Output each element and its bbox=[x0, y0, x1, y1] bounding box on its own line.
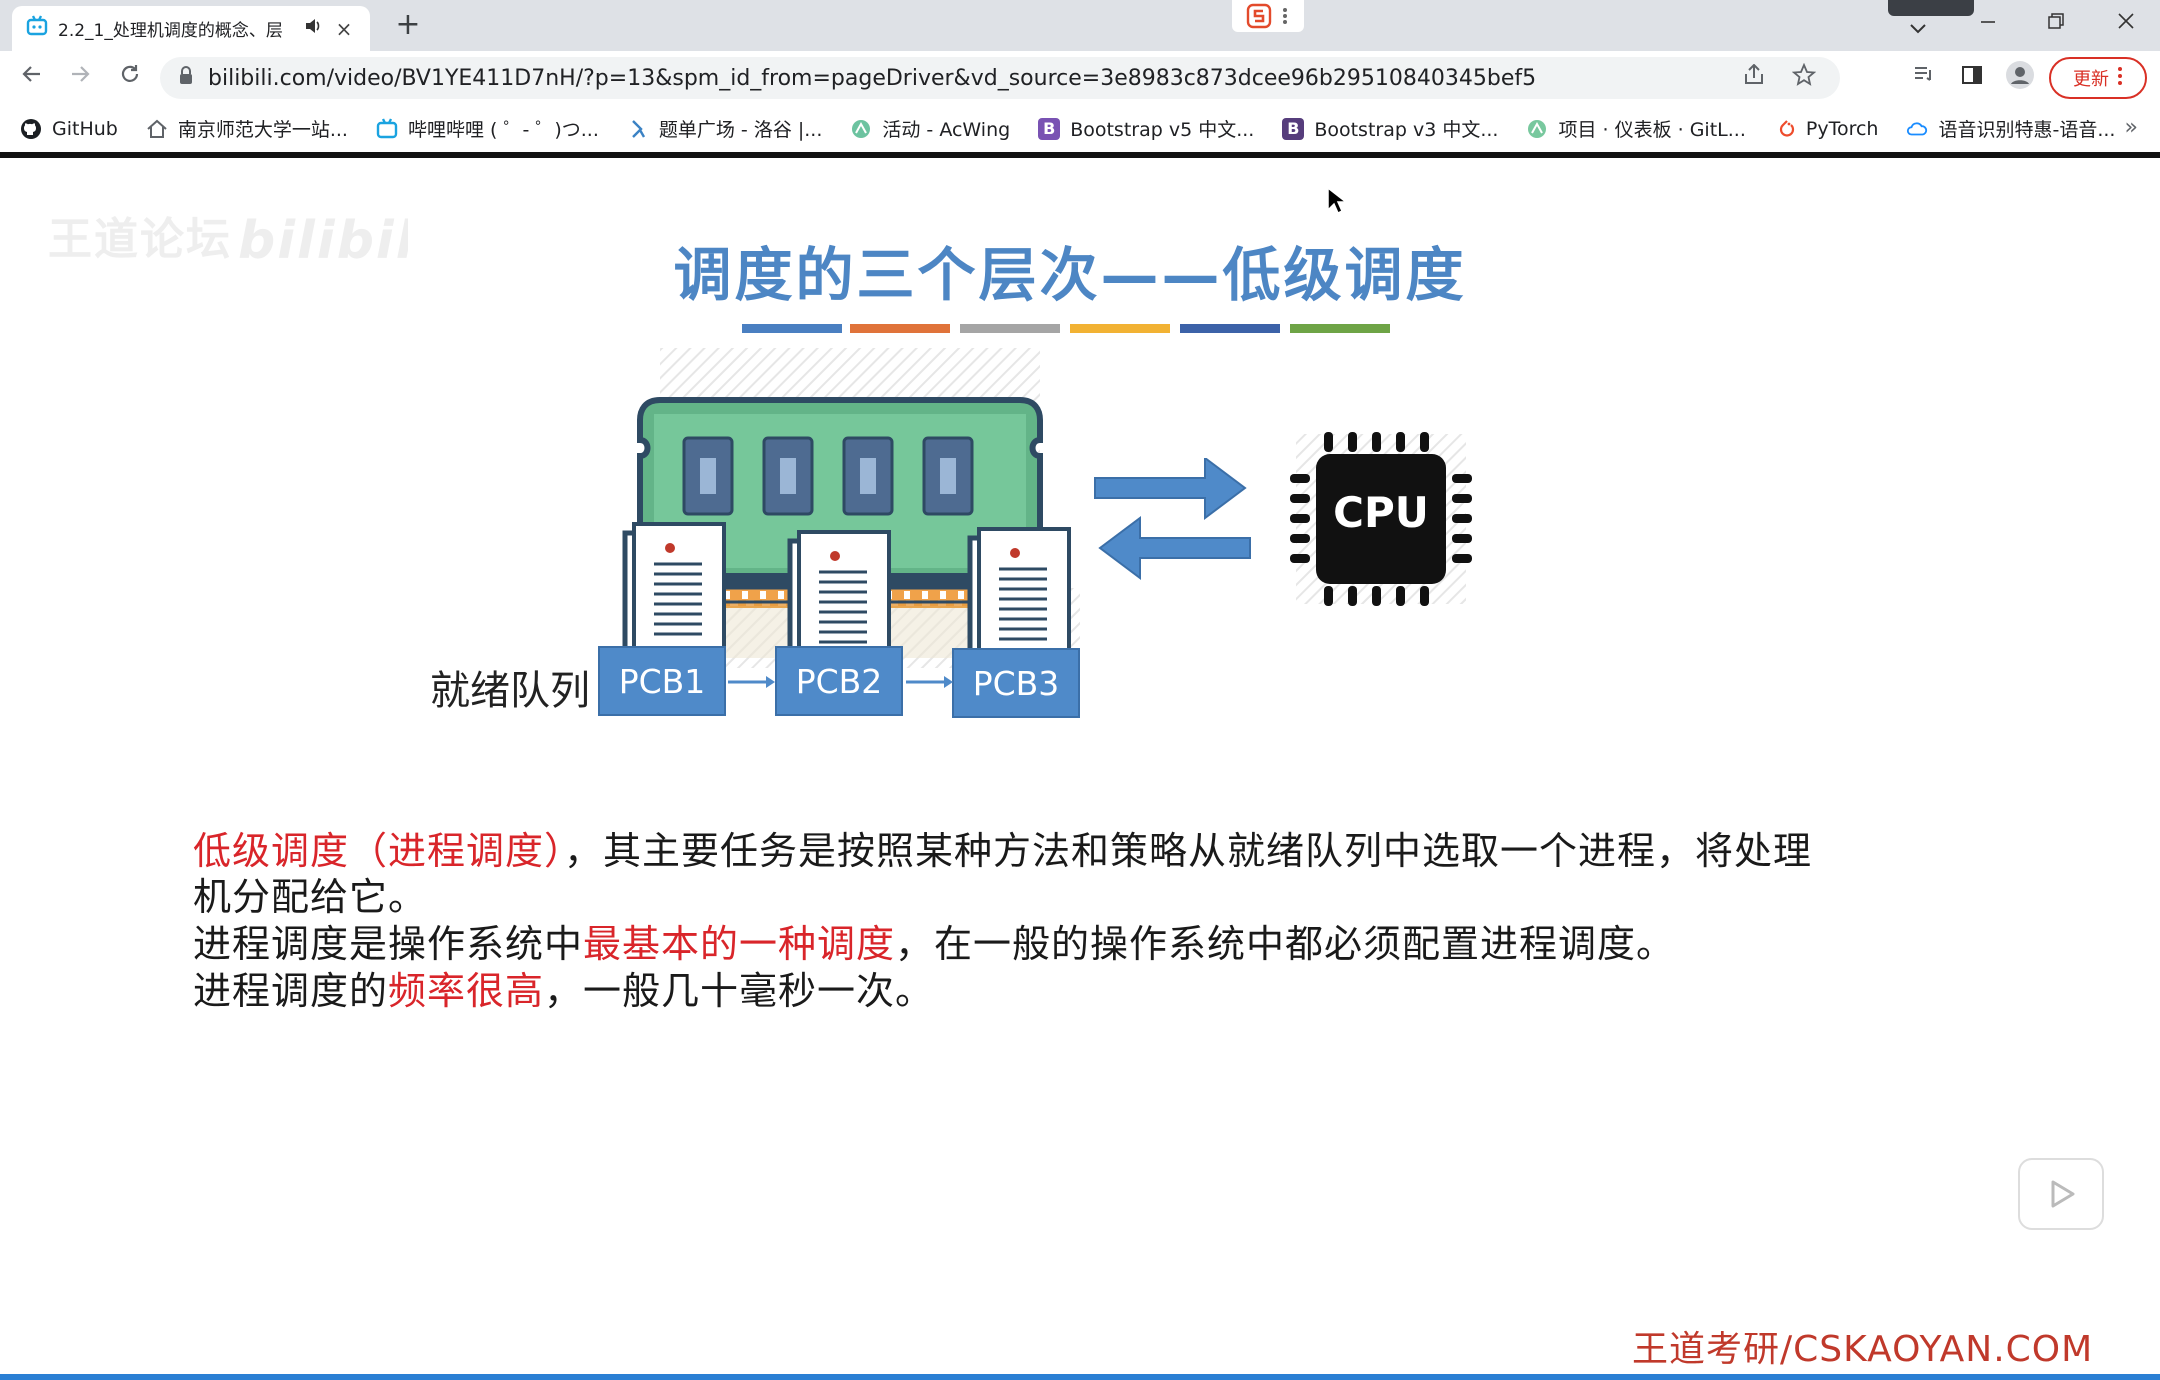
extension-s-icon[interactable] bbox=[1232, 0, 1304, 32]
bookmark-gitlab[interactable]: 项目 · 仪表板 · GitL... bbox=[1526, 115, 1746, 142]
star-icon[interactable] bbox=[1786, 62, 1822, 93]
side-panel-icon[interactable] bbox=[1954, 60, 1990, 96]
paragraph-frequency: 进程调度的频率很高，一般几十毫秒一次。 bbox=[193, 968, 934, 1014]
highlight-text: 低级调度（进程调度） bbox=[193, 829, 565, 873]
cloud-icon bbox=[1906, 118, 1928, 140]
media-indicator bbox=[1888, 0, 1974, 16]
body-text: 机分配给它。 bbox=[193, 875, 428, 919]
highlight-text: 频率很高 bbox=[388, 969, 545, 1013]
bookmark-bootstrap3[interactable]: B Bootstrap v3 中文... bbox=[1282, 115, 1498, 142]
progress-bar[interactable] bbox=[0, 1374, 2160, 1380]
mouse-cursor-icon bbox=[1327, 186, 1346, 215]
bookmarks-bar: GitHub 南京师范大学一站... 哔哩哔哩 ( ゜- ゜)つ... 题单广场… bbox=[0, 105, 2160, 152]
ready-queue-label: 就绪队列 bbox=[430, 668, 590, 714]
bookmark-label: 活动 - AcWing bbox=[882, 119, 1011, 141]
bookmark-label: GitHub bbox=[52, 117, 118, 140]
reading-list-icon[interactable] bbox=[1906, 60, 1942, 96]
forward-button[interactable] bbox=[62, 60, 98, 96]
bookmark-bilibili[interactable]: 哔哩哔哩 ( ゜- ゜)つ... bbox=[376, 115, 599, 142]
body-text: 进程调度的 bbox=[193, 969, 389, 1013]
highlight-text: 最基本的一种调度 bbox=[583, 922, 896, 966]
acwing-icon bbox=[850, 118, 872, 140]
bookmarks-more-button[interactable]: » bbox=[2124, 115, 2138, 140]
more-vert-icon bbox=[2117, 66, 2123, 91]
bookmark-label: 题单广场 - 洛谷 |... bbox=[658, 119, 823, 141]
bookmark-label: Bootstrap v3 中文... bbox=[1314, 119, 1499, 141]
cpu-chip-icon bbox=[1290, 432, 1472, 606]
footer-brand: 王道考研/CSKAOYAN.COM bbox=[1632, 1329, 2094, 1370]
play-button[interactable] bbox=[2018, 1158, 2104, 1230]
title-underline-segment bbox=[960, 324, 1060, 333]
new-tab-button[interactable]: + bbox=[395, 7, 421, 42]
slide-title: 调度的三个层次——低级调度 bbox=[673, 241, 1467, 309]
gitlab-icon bbox=[1526, 118, 1548, 140]
speaker-icon[interactable] bbox=[304, 17, 322, 40]
bootstrap-icon: B bbox=[1282, 117, 1305, 140]
update-button[interactable]: 更新 bbox=[2049, 57, 2147, 99]
title-underline-segment bbox=[850, 324, 950, 333]
share-icon[interactable] bbox=[1736, 63, 1772, 92]
bookmark-njnu[interactable]: 南京师范大学一站... bbox=[146, 115, 348, 142]
luogu-icon bbox=[627, 118, 649, 140]
video-player[interactable]: 王道论坛 bilibili 调度的三个层次——低级调度 bbox=[0, 158, 2160, 1380]
address-bar[interactable]: bilibili.com/video/BV1YE411D7nH/?p=13&sp… bbox=[160, 57, 1840, 99]
tab-title: 2.2_1_处理机调度的概念、层 bbox=[58, 21, 283, 41]
body-text: ，一般几十毫秒一次。 bbox=[544, 969, 935, 1013]
body-text: 进程调度是操作系统中 bbox=[193, 922, 584, 966]
bookmark-label: Bootstrap v5 中文... bbox=[1070, 119, 1255, 141]
body-text: ，其主要任务是按照某种方法和策略从就绪队列中选取一个进程，将处理 bbox=[564, 829, 1813, 873]
player-top-border bbox=[0, 152, 2160, 158]
pcb3-box: PCB3 bbox=[952, 648, 1080, 718]
bookmark-github[interactable]: GitHub bbox=[20, 118, 118, 140]
back-button[interactable] bbox=[14, 60, 50, 96]
reload-button[interactable] bbox=[112, 60, 148, 96]
close-window-button[interactable] bbox=[2096, 0, 2156, 42]
tab-active[interactable]: 2.2_1_处理机调度的概念、层 × bbox=[12, 6, 370, 51]
paragraph-low-level-scheduling: 低级调度（进程调度），其主要任务是按照某种方法和策略从就绪队列中选取一个进程，将… bbox=[193, 828, 1812, 920]
profile-avatar-icon[interactable] bbox=[2002, 60, 2038, 96]
lock-icon[interactable] bbox=[178, 65, 194, 91]
bilibili-icon bbox=[26, 15, 48, 42]
url-text[interactable]: bilibili.com/video/BV1YE411D7nH/?p=13&sp… bbox=[208, 65, 1537, 91]
queue-arrows bbox=[728, 676, 953, 688]
bookmark-label: 哔哩哔哩 ( ゜- ゜)つ... bbox=[407, 119, 599, 141]
github-icon bbox=[20, 118, 42, 140]
bookmark-bootstrap5[interactable]: B Bootstrap v5 中文... bbox=[1038, 115, 1254, 142]
tab-search-chevron-icon[interactable] bbox=[1888, 8, 1948, 50]
bilibili-icon bbox=[376, 117, 398, 140]
bookmark-speech[interactable]: 语音识别特惠-语音... bbox=[1906, 115, 2115, 142]
bookmark-pytorch[interactable]: PyTorch bbox=[1774, 117, 1879, 140]
update-label: 更新 bbox=[2073, 69, 2109, 90]
pcb2-box: PCB2 bbox=[775, 646, 903, 716]
svg-text:bilibili: bilibili bbox=[238, 211, 408, 271]
bookmark-luogu[interactable]: 题单广场 - 洛谷 |... bbox=[627, 115, 823, 142]
cpu-label: CPU bbox=[1333, 488, 1429, 537]
bookmark-label: 项目 · 仪表板 · GitL... bbox=[1558, 119, 1746, 141]
title-underline-segment bbox=[742, 324, 842, 333]
tab-close-button[interactable]: × bbox=[335, 16, 353, 41]
title-underline-segment bbox=[1290, 324, 1390, 333]
pcb1-box: PCB1 bbox=[598, 646, 726, 716]
minimize-button[interactable] bbox=[1958, 0, 2018, 42]
svg-text:王道论坛: 王道论坛 bbox=[48, 214, 232, 265]
house-icon bbox=[146, 118, 168, 140]
bookmark-label: PyTorch bbox=[1805, 117, 1879, 140]
body-text: ，在一般的操作系统中都必须配置进程调度。 bbox=[895, 922, 1676, 966]
title-underline-segment bbox=[1180, 324, 1280, 333]
pytorch-icon bbox=[1774, 118, 1796, 140]
title-underline-segment bbox=[1070, 324, 1170, 333]
paragraph-process-scheduling: 进程调度是操作系统中最基本的一种调度，在一般的操作系统中都必须配置进程调度。 bbox=[193, 921, 1675, 967]
bootstrap-icon: B bbox=[1038, 117, 1061, 140]
bookmark-label: 南京师范大学一站... bbox=[177, 119, 348, 141]
tab-strip: 2.2_1_处理机调度的概念、层 × + bbox=[0, 0, 2160, 51]
restore-button[interactable] bbox=[2026, 0, 2086, 42]
browser-toolbar: bilibili.com/video/BV1YE411D7nH/?p=13&sp… bbox=[0, 51, 2160, 105]
exchange-arrows-icon bbox=[1094, 458, 1251, 580]
bookmark-acwing[interactable]: 活动 - AcWing bbox=[850, 115, 1010, 142]
bilibili-watermark-logo: 王道论坛 bilibili bbox=[48, 198, 433, 289]
bookmark-label: 语音识别特惠-语音... bbox=[1938, 119, 2116, 141]
play-icon bbox=[2051, 1180, 2075, 1208]
